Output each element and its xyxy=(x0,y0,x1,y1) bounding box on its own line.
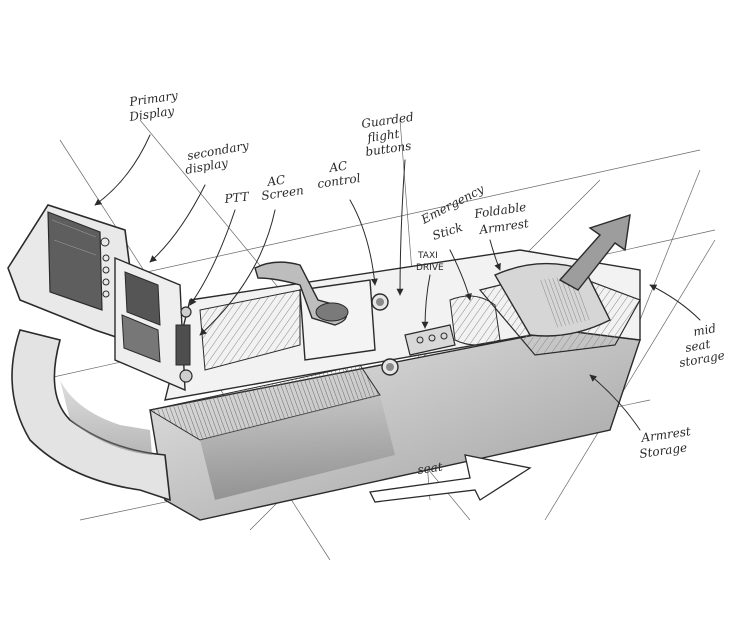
label-ac-control-2: control xyxy=(316,171,361,191)
fold-motion-arrow xyxy=(558,213,631,291)
emergency-stick-recess xyxy=(449,295,501,346)
ptt-switch xyxy=(175,306,193,383)
label-emergency-2: Stick xyxy=(431,220,465,243)
taxi-drive-pad xyxy=(404,324,456,356)
label-taxi: TAXI xyxy=(417,251,438,261)
label-drive: DRIVE xyxy=(416,263,444,273)
label-armrest-storage-2: Storage xyxy=(638,440,687,461)
label-ac-screen-2: Screen xyxy=(260,183,304,203)
label-guarded-3: buttons xyxy=(364,139,412,159)
label-primary-display-2: Display xyxy=(127,104,175,124)
seat-direction-arrow xyxy=(369,454,532,503)
label-foldable-2: Armrest xyxy=(477,216,529,237)
secondary-display xyxy=(114,256,186,392)
labels: Primary Display secondary display PTT AC… xyxy=(127,88,725,477)
primary-display-pod xyxy=(7,204,141,347)
callout-leaders xyxy=(94,134,701,431)
label-armrest-storage-1: Armrest xyxy=(639,424,691,445)
label-primary-display-1: Primary xyxy=(127,88,178,109)
primary-display-screen xyxy=(47,211,103,311)
label-ac-control-1: AC xyxy=(327,159,348,175)
side-handle-loop xyxy=(11,329,171,502)
ac-control-lever xyxy=(254,261,376,361)
label-seat: seat xyxy=(416,460,443,477)
label-guarded-2: flight xyxy=(365,127,400,145)
ac-screen-panel xyxy=(199,289,301,371)
label-ac-screen-1: AC xyxy=(265,173,286,189)
guarded-flight-buttons xyxy=(371,293,399,376)
label-mid-seat-2: seat xyxy=(684,337,711,355)
label-mid-seat-1: mid xyxy=(692,321,717,339)
label-ptt: PTT xyxy=(223,189,251,206)
